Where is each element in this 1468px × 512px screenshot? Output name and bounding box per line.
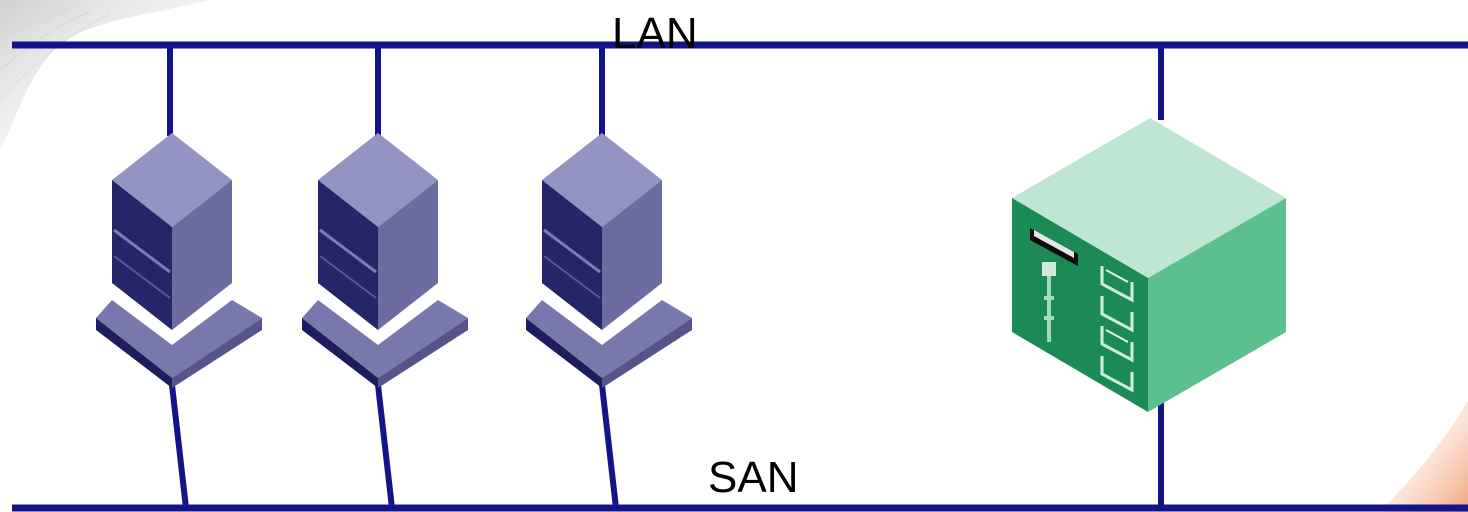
san-link-server-2 — [375, 384, 395, 509]
server-tower-icon — [96, 133, 262, 388]
lan-label: LAN — [612, 9, 698, 58]
san-link-server-3 — [599, 384, 619, 509]
storage-array-icon — [1012, 118, 1286, 412]
background-swoosh-top-left — [0, 0, 210, 150]
server-tower-icon — [302, 133, 468, 388]
server-tower-icon — [526, 133, 692, 388]
san-link-server-1 — [169, 384, 189, 509]
background-swoosh-bottom-right — [1380, 400, 1468, 512]
san-label: SAN — [708, 453, 799, 502]
